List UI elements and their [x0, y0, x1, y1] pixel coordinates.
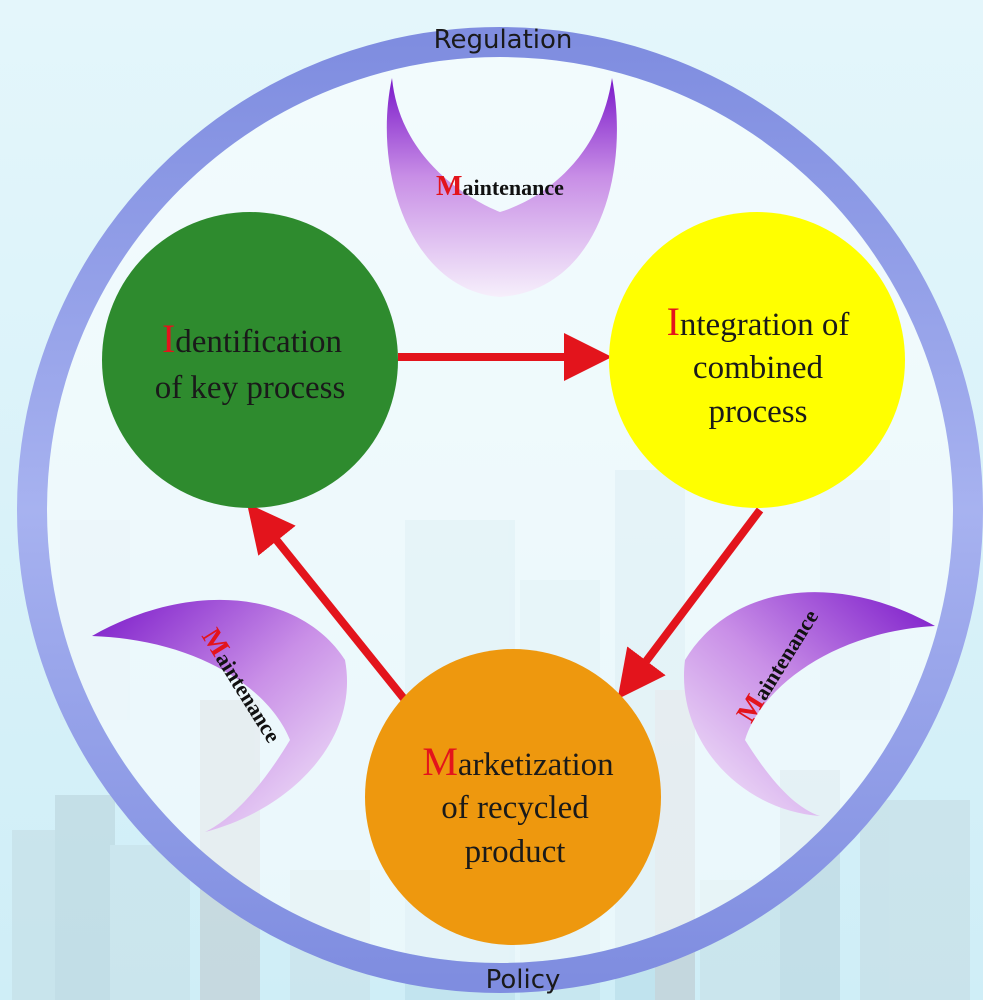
- integration-line2: combined: [693, 350, 824, 386]
- arrow-integration-to-marketization: [617, 507, 764, 700]
- marketization-line2: of recycled: [441, 790, 589, 826]
- node-integration: Integration of combined process: [609, 212, 905, 508]
- maintenance-label-top: Maintenance: [436, 171, 564, 202]
- node-identification: Identification of key process: [102, 212, 398, 508]
- maintenance-crescent-top: Maintenance: [386, 78, 617, 297]
- identification-circle: [102, 212, 398, 508]
- policy-label: Policy: [486, 965, 561, 995]
- marketization-line3: product: [465, 834, 566, 870]
- marketization-line1: Marketization: [422, 739, 613, 784]
- node-marketization: Marketization of recycled product: [365, 649, 661, 945]
- integration-line3: process: [709, 394, 808, 430]
- identification-line2: of key process: [155, 370, 346, 406]
- integration-circle: [609, 212, 905, 508]
- marketization-circle: [365, 649, 661, 945]
- integration-line1: Integration of: [667, 299, 850, 344]
- cycle-arrows: [246, 333, 764, 703]
- arrow-marketization-to-identification: [246, 503, 409, 703]
- regulation-label: Regulation: [434, 25, 573, 55]
- outer-ring: [17, 27, 983, 993]
- identification-line1: Identification: [162, 316, 342, 361]
